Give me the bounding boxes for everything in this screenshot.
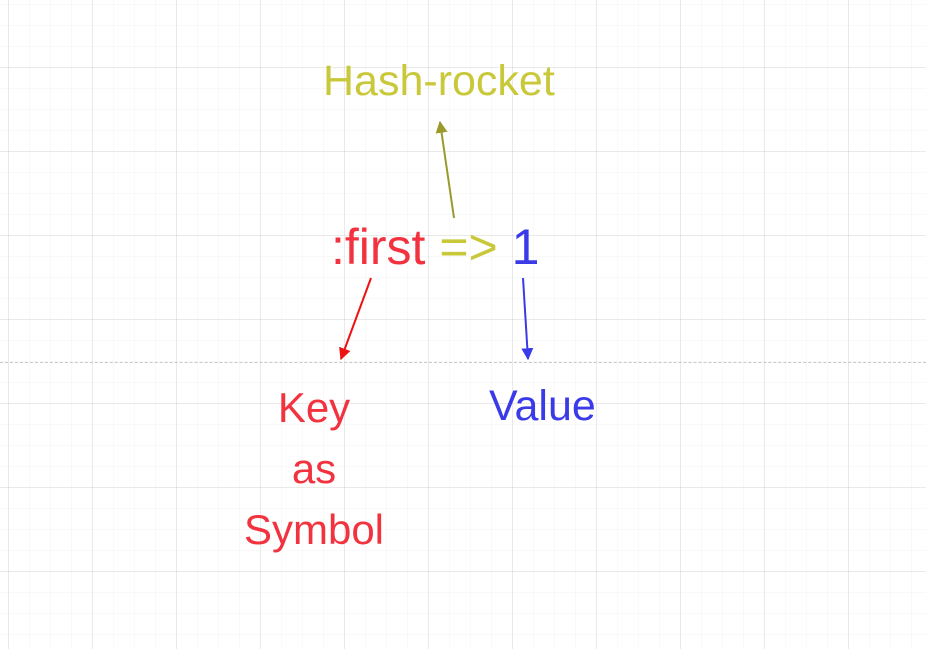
key-label-line-3: Symbol bbox=[243, 506, 385, 553]
key-arrow bbox=[339, 277, 372, 361]
key-label-line-2: as bbox=[291, 445, 337, 492]
expression-value: 1 bbox=[511, 219, 540, 275]
rocket-arrow bbox=[435, 120, 455, 219]
expression-rocket: => bbox=[439, 219, 498, 275]
value-label: Value bbox=[489, 382, 596, 430]
value-arrow bbox=[521, 277, 534, 361]
dashed-divider bbox=[0, 362, 926, 363]
hash-expression: :first => 1 bbox=[331, 222, 539, 272]
hash-rocket-label: Hash-rocket bbox=[323, 57, 555, 105]
key-as-symbol-label: Key as Symbol bbox=[214, 377, 414, 560]
expression-key: :first bbox=[331, 219, 426, 275]
key-label-line-1: Key bbox=[277, 384, 351, 431]
